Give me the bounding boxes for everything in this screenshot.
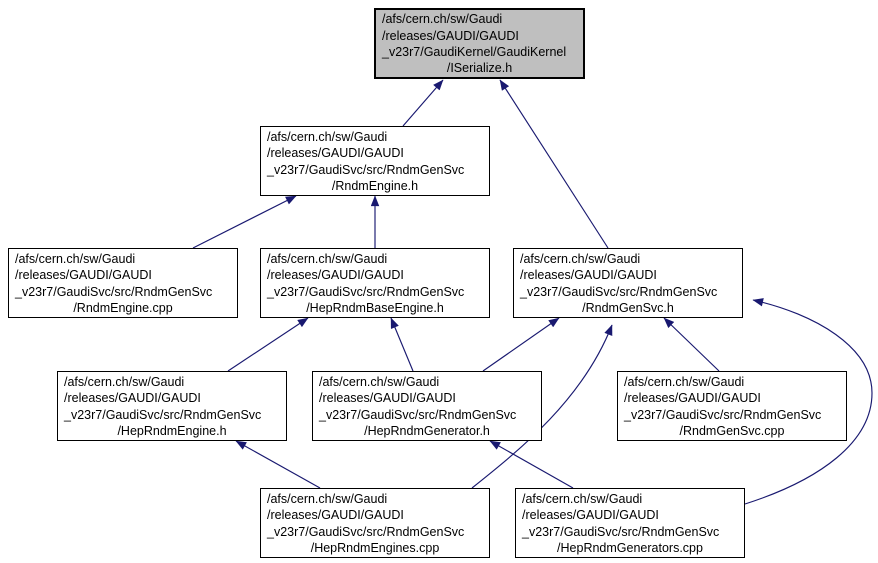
edge-heprndmengine-h-to-heprndmbaseengine-h [227, 317, 309, 372]
node-label-line: /afs/cern.ch/sw/Gaudi [267, 491, 388, 506]
node-label-line: _v23r7/GaudiSvc/src/RndmGenSvc [522, 524, 720, 539]
node-label-line: /releases/GAUDI/GAUDI [267, 268, 404, 283]
node-label-line: /afs/cern.ch/sw/Gaudi [624, 374, 745, 389]
edge-heprndmgenerators-cpp-to-rndmgensvc-h [744, 298, 873, 505]
node-label-line: /afs/cern.ch/sw/Gaudi [15, 251, 136, 266]
node-label-line: _v23r7/GaudiSvc/src/RndmGenSvc [267, 284, 465, 299]
graph-node-heprndmengines-cpp[interactable]: /afs/cern.ch/sw/Gaudi/releases/GAUDI/GAU… [260, 488, 490, 558]
node-label-line: /releases/GAUDI/GAUDI [522, 508, 659, 523]
graph-node-heprndmbaseengine-h[interactable]: /afs/cern.ch/sw/Gaudi/releases/GAUDI/GAU… [260, 248, 490, 318]
node-label-line: /releases/GAUDI/GAUDI [520, 268, 657, 283]
node-label-line: /ISerialize.h [446, 61, 513, 76]
node-label-line: /afs/cern.ch/sw/Gaudi [520, 251, 641, 266]
node-label-line: _v23r7/GaudiSvc/src/RndmGenSvc [267, 524, 465, 539]
node-label-line: /HepRndmEngine.h [117, 423, 227, 438]
node-label-line: _v23r7/GaudiSvc/src/RndmGenSvc [520, 284, 718, 299]
node-label-line: /releases/GAUDI/GAUDI [267, 146, 404, 161]
edge-heprndmengines-cpp-to-rndmgensvc-h [471, 324, 613, 489]
node-label-line: /RndmEngine.cpp [73, 300, 173, 315]
node-label-line: /releases/GAUDI/GAUDI [382, 28, 519, 43]
graph-node-heprndmengine-h[interactable]: /afs/cern.ch/sw/Gaudi/releases/GAUDI/GAU… [57, 371, 287, 441]
graph-node-iserialize-h[interactable]: /afs/cern.ch/sw/Gaudi/releases/GAUDI/GAU… [374, 8, 585, 79]
node-label-line: /afs/cern.ch/sw/Gaudi [522, 491, 643, 506]
node-label-line: /RndmGenSvc.h [582, 300, 674, 315]
graph-node-heprndmgenerators-cpp[interactable]: /afs/cern.ch/sw/Gaudi/releases/GAUDI/GAU… [515, 488, 745, 558]
graph-node-rndmgensvc-cpp[interactable]: /afs/cern.ch/sw/Gaudi/releases/GAUDI/GAU… [617, 371, 847, 441]
node-label-line: /releases/GAUDI/GAUDI [267, 508, 404, 523]
node-label-line: _v23r7/GaudiSvc/src/RndmGenSvc [15, 284, 213, 299]
node-label-line: /releases/GAUDI/GAUDI [319, 391, 456, 406]
node-label-line: /HepRndmEngines.cpp [310, 540, 440, 555]
node-label-line: _v23r7/GaudiSvc/src/RndmGenSvc [267, 162, 465, 177]
edge-rndmengine-cpp-to-rndmengine-h [192, 195, 297, 249]
node-label-line: _v23r7/GaudiKernel/GaudiKernel [382, 45, 567, 59]
edge-heprndmgenerator-h-to-heprndmbaseengine-h [390, 317, 414, 372]
node-label-line: /RndmEngine.h [331, 178, 419, 193]
node-label-line: /afs/cern.ch/sw/Gaudi [64, 374, 185, 389]
edge-heprndmgenerator-h-to-rndmgensvc-h [482, 317, 560, 372]
node-label-line: /afs/cern.ch/sw/Gaudi [319, 374, 440, 389]
node-label-line: /releases/GAUDI/GAUDI [64, 391, 201, 406]
graph-node-rndmengine-cpp[interactable]: /afs/cern.ch/sw/Gaudi/releases/GAUDI/GAU… [8, 248, 238, 318]
edge-rndmgensvc-cpp-to-rndmgensvc-h [663, 317, 720, 372]
node-label-line: /RndmGenSvc.cpp [679, 423, 785, 438]
node-label-line: /afs/cern.ch/sw/Gaudi [382, 12, 503, 27]
node-label-line: /afs/cern.ch/sw/Gaudi [267, 251, 388, 266]
graph-node-rndmgensvc-h[interactable]: /afs/cern.ch/sw/Gaudi/releases/GAUDI/GAU… [513, 248, 743, 318]
node-label-line: /HepRndmBaseEngine.h [306, 300, 444, 315]
node-label-line: /HepRndmGenerators.cpp [557, 540, 703, 555]
node-label-line: /releases/GAUDI/GAUDI [624, 391, 761, 406]
node-label-line: _v23r7/GaudiSvc/src/RndmGenSvc [319, 407, 517, 422]
node-label-line: /afs/cern.ch/sw/Gaudi [267, 129, 388, 144]
edge-heprndmgenerators-cpp-to-heprndmgenerator-h [489, 440, 574, 489]
graph-node-heprndmgenerator-h[interactable]: /afs/cern.ch/sw/Gaudi/releases/GAUDI/GAU… [312, 371, 542, 441]
edge-rndmgensvc-h-to-iserialize-h [499, 79, 609, 249]
node-label-line: /releases/GAUDI/GAUDI [15, 268, 152, 283]
edge-rndmengine-h-to-iserialize-h [402, 79, 444, 127]
node-label-line: _v23r7/GaudiSvc/src/RndmGenSvc [624, 407, 822, 422]
node-label-line: _v23r7/GaudiSvc/src/RndmGenSvc [64, 407, 262, 422]
edge-heprndmengines-cpp-to-heprndmengine-h [235, 440, 321, 489]
graph-node-rndmengine-h[interactable]: /afs/cern.ch/sw/Gaudi/releases/GAUDI/GAU… [260, 126, 490, 196]
node-label-line: /HepRndmGenerator.h [364, 423, 490, 438]
